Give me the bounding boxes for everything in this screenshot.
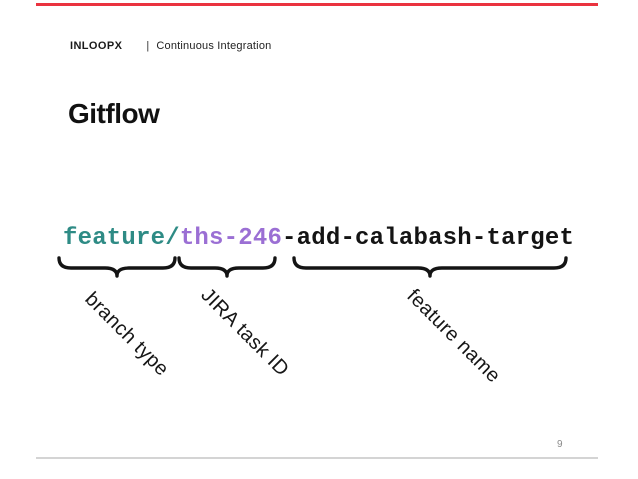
underbrace-feature-name (292, 256, 568, 278)
header-subtitle: Continuous Integration (156, 40, 272, 52)
slide-title: Gitflow (68, 98, 160, 129)
page-number: 9 (557, 439, 563, 450)
underbrace-branch-type (57, 256, 177, 278)
top-accent-line (36, 3, 598, 6)
code-segment-feature-name: -add-calabash-target (282, 225, 575, 252)
code-segment-jira-task-id: ths-246 (179, 225, 283, 252)
header-divider: | (146, 40, 150, 52)
branch-name-code: feature/ths-246-add-calabash-target (63, 226, 574, 252)
underbrace-jira-task-id (177, 256, 277, 278)
slide-header: INLOOPX | Continuous Integration (70, 39, 271, 53)
brand-logo: INLOOPX (70, 40, 123, 52)
bottom-divider-line (36, 457, 598, 459)
code-segment-branch-type: feature/ (63, 225, 180, 252)
annotation-jira-task-id: JIRA task ID (196, 284, 294, 381)
annotation-feature-name: feature name (402, 285, 505, 388)
annotation-branch-type: branch type (80, 288, 174, 381)
